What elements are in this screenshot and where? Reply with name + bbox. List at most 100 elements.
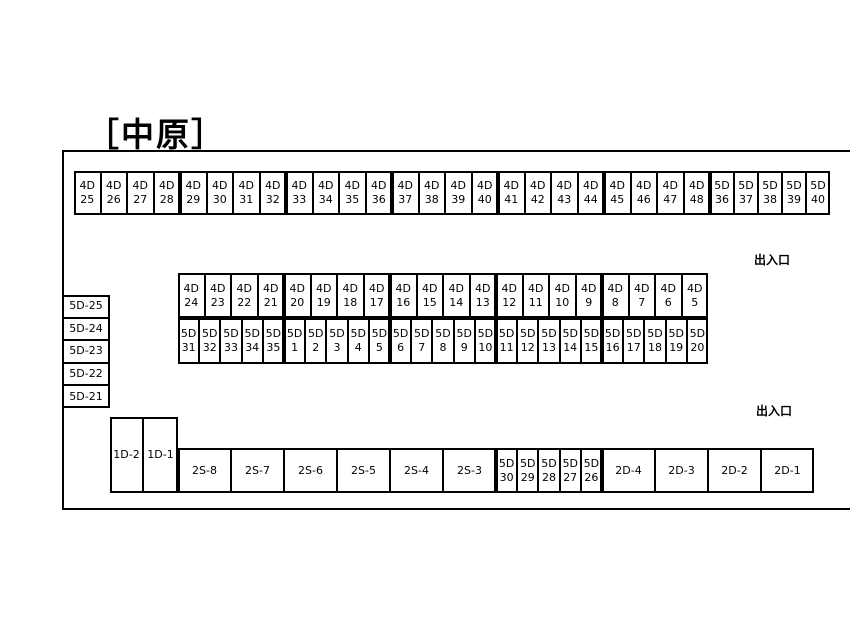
space-label: 4D: [687, 281, 703, 295]
space-label: 4D: [183, 281, 199, 295]
space-label: 41: [504, 193, 519, 206]
space-label: 31: [239, 193, 254, 206]
space-label: 4D: [607, 281, 623, 295]
space-label: 5D: [714, 179, 730, 192]
space-label: 5D: [223, 327, 239, 340]
space-label: 4D: [634, 281, 650, 295]
space-label: 2D-3: [668, 463, 695, 477]
space-label: 35: [266, 341, 281, 354]
space-label: 5D: [562, 327, 578, 340]
space-label: 47: [663, 193, 678, 206]
parking-space-2d: 2D-2: [708, 448, 761, 493]
space-label: 5D-21: [69, 389, 103, 403]
space-label: 5D-22: [69, 367, 103, 381]
lot-title: ［中原］: [86, 115, 226, 154]
space-label: 5D: [244, 327, 260, 340]
space-label: 4D: [660, 281, 676, 295]
parking-space-2s: 2S-7: [231, 448, 284, 493]
space-label: 4D: [395, 281, 411, 295]
space-label: 22: [237, 295, 252, 309]
space-label: 5D: [689, 327, 706, 340]
space-label: 4D: [448, 281, 464, 295]
space-label: 4D: [662, 179, 678, 192]
space-label: 32: [202, 341, 217, 354]
space-label: 4D: [185, 179, 201, 192]
space-label: 8: [611, 295, 619, 309]
space-label: 5D: [520, 456, 536, 470]
space-label: 4D: [689, 179, 705, 192]
space-label: 26: [584, 470, 599, 484]
space-label: 4D: [236, 281, 252, 295]
space-label: 5D: [477, 327, 494, 340]
space-label: 10: [555, 295, 570, 309]
space-label: 4D: [609, 179, 625, 192]
space-label: 14: [449, 295, 464, 309]
space-label: 16: [396, 295, 411, 309]
space-label: 15: [422, 295, 437, 309]
space-label: 38: [424, 193, 439, 206]
space-label: 4D: [371, 179, 387, 192]
space-label: 13: [541, 341, 556, 354]
space-label: 2S-8: [192, 463, 217, 477]
space-label: 19: [316, 295, 331, 309]
space-label: 5D-23: [69, 344, 103, 358]
space-label: 24: [184, 295, 199, 309]
space-label: 5D: [498, 327, 515, 340]
space-label: 4D: [263, 281, 279, 295]
space-label: 40: [811, 193, 825, 206]
space-label: 4D: [291, 179, 307, 192]
space-label: 44: [583, 193, 598, 206]
space-label: 2S-7: [245, 463, 270, 477]
space-label: 35: [345, 193, 360, 206]
space-label: 5: [691, 295, 699, 309]
space-label: 4D: [530, 179, 546, 192]
space-label: 5D: [498, 456, 515, 470]
space-label: 9: [460, 341, 468, 354]
space-label: 40: [477, 193, 492, 206]
parking-space-1d: 1D-1: [143, 417, 178, 493]
space-label: 17: [369, 295, 384, 309]
space-label: 29: [520, 470, 535, 484]
space-label: 5D: [414, 327, 430, 340]
space-label: 45: [610, 193, 625, 206]
space-label: 5D: [371, 327, 388, 340]
space-label: 4: [354, 341, 362, 354]
space-label: 43: [557, 193, 572, 206]
space-label: 5D: [265, 327, 282, 340]
parking-space-2d: 2D-4: [602, 448, 655, 493]
space-label: 4D: [503, 179, 519, 192]
space-label: 11: [528, 295, 543, 309]
space-label: 48: [689, 193, 704, 206]
entrance-label-lower: 出入口: [756, 404, 793, 418]
